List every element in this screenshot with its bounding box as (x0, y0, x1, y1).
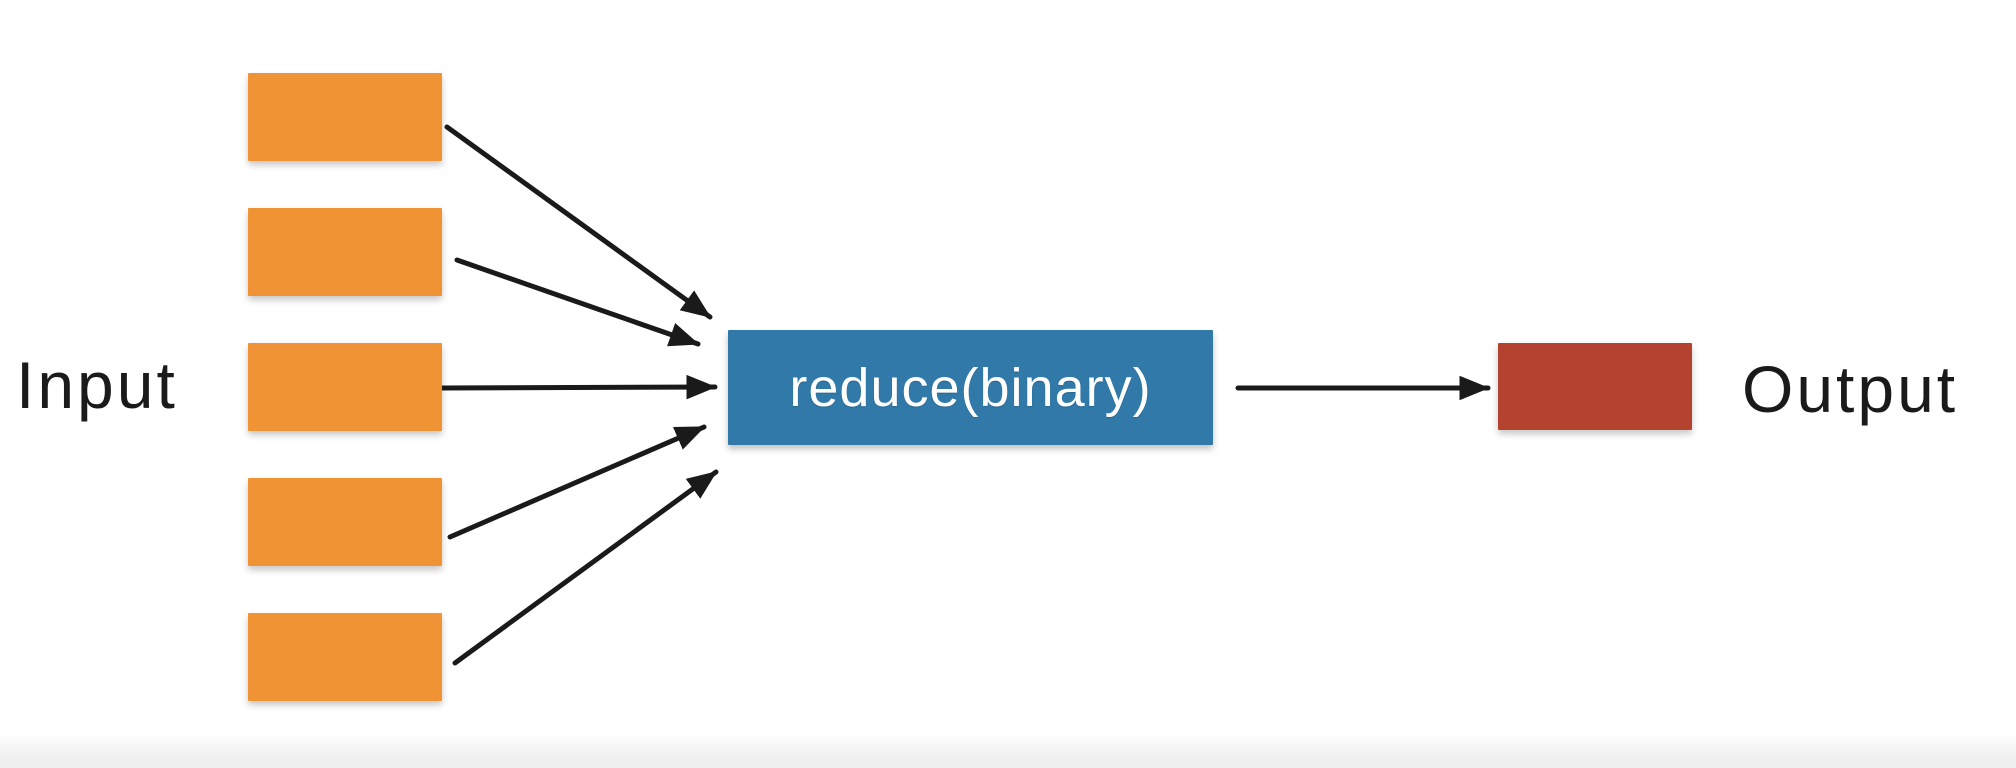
input-label: Input (16, 348, 178, 422)
arrow-input3-to-reducer (439, 374, 718, 400)
input-block-1 (248, 73, 442, 161)
input-block-2 (248, 208, 442, 296)
arrow-input2-to-reducer (454, 257, 701, 347)
arrow-input5-to-reducer (452, 469, 719, 666)
reduce-box-label: reduce(binary) (789, 357, 1152, 418)
arrow-input4-to-reducer (447, 424, 707, 540)
input-block-3 (248, 343, 442, 431)
output-label: Output (1742, 352, 1959, 426)
output-block (1498, 343, 1692, 430)
reduce-box: reduce(binary) (728, 330, 1213, 445)
arrow-input1-to-reducer (444, 124, 713, 320)
input-block-4 (248, 478, 442, 566)
input-block-5 (248, 613, 442, 701)
